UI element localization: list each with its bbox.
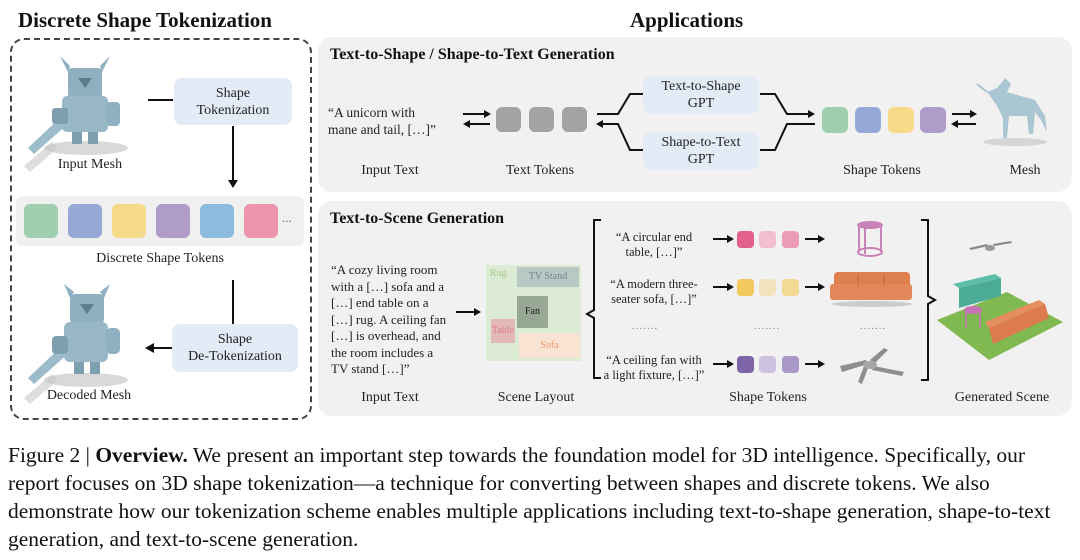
discrete-token	[24, 204, 58, 238]
scene-sofa	[989, 304, 1049, 344]
discrete-token	[200, 204, 234, 238]
gpt-box-line: Text-to-Shape	[661, 79, 741, 94]
quote-line: mane and tail, […]”	[328, 122, 436, 137]
tokens-ellipsis: .......	[754, 320, 781, 332]
quote-line: seater sofa, […]”	[611, 292, 697, 306]
end-table-token	[759, 231, 776, 248]
shape-token	[920, 107, 946, 133]
quote-line: “A modern three-	[610, 277, 698, 291]
sofa-render	[830, 272, 912, 307]
ceiling-fan-token	[782, 356, 799, 373]
shape-tokens-label: Shape Tokens	[843, 163, 921, 178]
shape-token	[888, 107, 914, 133]
detokenization-box-line1: Shape	[217, 332, 253, 347]
text-tokens-label: Text Tokens	[505, 163, 575, 178]
unicorn-mesh-image	[976, 78, 1047, 146]
text-token	[562, 107, 587, 132]
objects-ellipsis: .......	[860, 320, 887, 332]
scene-layout-rug: Rug TV Stand Fan Table Sofa	[486, 265, 581, 361]
discrete-token	[156, 204, 190, 238]
gpt-box-line: Shape-to-Text	[661, 135, 741, 150]
quote-line: […] is overhead, and	[331, 328, 441, 343]
end-table-quote: “A circular end table, […]”	[596, 230, 712, 260]
text-token	[496, 107, 521, 132]
end-table-token	[737, 231, 754, 248]
text-shape-panel-title: Text-to-Shape / Shape-to-Text Generation	[330, 46, 615, 63]
discrete-token-strip: ...	[16, 196, 304, 246]
quote-line: “A unicorn with	[328, 105, 415, 120]
quote-line: the room includes a	[331, 344, 434, 360]
sofa-token	[782, 279, 799, 296]
discrete-token	[244, 204, 278, 238]
scene-shape-tokens-label: Shape Tokens	[729, 390, 807, 405]
text-to-scene-panel	[318, 201, 1072, 416]
decoded-mesh-image	[24, 284, 128, 404]
tokenization-dashed-frame	[10, 38, 312, 420]
living-room-input-quote: “A cozy living room with a […] sofa and …	[331, 262, 446, 378]
discrete-tokens-label: Discrete Shape Tokens	[96, 251, 224, 266]
layout-sofa: Sofa	[519, 333, 580, 358]
figure-caption: Figure 2 | Overview. We present an impor…	[8, 441, 1076, 553]
quote-line: with a […] sofa and a	[331, 278, 444, 294]
layout-tv-stand: TV Stand	[517, 267, 579, 287]
sofa-token	[759, 279, 776, 296]
layout-table: Table	[491, 319, 515, 343]
input-mesh-image	[24, 56, 128, 172]
scene-table	[964, 306, 982, 314]
quote-line: “A cozy living room	[331, 262, 438, 277]
quotes-ellipsis: .......	[632, 320, 659, 332]
input-text-label: Input Text	[361, 163, 419, 178]
gpt-box-line: GPT	[687, 96, 715, 111]
shape-token	[822, 107, 848, 133]
caption-prefix: Figure 2 |	[8, 443, 96, 467]
generated-scene-label: Generated Scene	[954, 390, 1050, 405]
left-section-title: Discrete Shape Tokenization	[18, 8, 272, 32]
quote-line: […] end table on a	[331, 295, 429, 310]
scene-fan	[969, 241, 1012, 251]
applications-title: Applications	[630, 8, 744, 32]
ceiling-fan-token	[759, 356, 776, 373]
quote-line: “A circular end	[615, 230, 693, 244]
layout-rug-label: Rug	[490, 268, 507, 279]
ceiling-fan-render	[840, 348, 904, 384]
tokens-ellipsis: ...	[282, 210, 292, 225]
generated-scene-render	[937, 241, 1063, 360]
discrete-token	[112, 204, 146, 238]
quote-line: “A ceiling fan with	[606, 353, 702, 367]
text-token	[529, 107, 554, 132]
detokenization-box-line2: De-Tokenization	[188, 349, 282, 364]
input-mesh-label: Input Mesh	[57, 157, 123, 172]
layout-fan: Fan	[517, 296, 548, 328]
sofa-token	[737, 279, 754, 296]
end-table-render	[857, 221, 883, 257]
text-to-scene-panel-title: Text-to-Scene Generation	[330, 210, 505, 227]
ceiling-fan-quote: “A ceiling fan with a light fixture, […]…	[596, 353, 712, 383]
quote-line: […] rug. A ceiling fan	[331, 311, 447, 327]
mesh-label: Mesh	[1009, 163, 1041, 178]
end-table-token	[782, 231, 799, 248]
unicorn-input-quote: “A unicorn with mane and tail, […]”	[328, 104, 436, 138]
quote-line: table, […]”	[625, 245, 683, 259]
tokenization-box-line1: Shape	[215, 85, 251, 101]
discrete-token	[68, 204, 102, 238]
scene-layout-label: Scene Layout	[497, 390, 575, 405]
gpt-box-line: GPT	[687, 152, 715, 167]
caption-body: We present an important step towards the…	[8, 443, 1051, 551]
scene-input-text-label: Input Text	[361, 390, 419, 405]
ceiling-fan-token	[737, 356, 754, 373]
quote-line: TV stand […]”	[331, 361, 410, 376]
tokenization-box-line2: Tokenization	[196, 102, 270, 118]
decoded-mesh-label: Decoded Mesh	[46, 388, 132, 403]
sofa-quote: “A modern three- seater sofa, […]”	[596, 277, 712, 307]
quote-line: a light fixture, […]”	[603, 368, 705, 382]
caption-bold-title: Overview.	[95, 443, 188, 467]
shape-token	[855, 107, 881, 133]
